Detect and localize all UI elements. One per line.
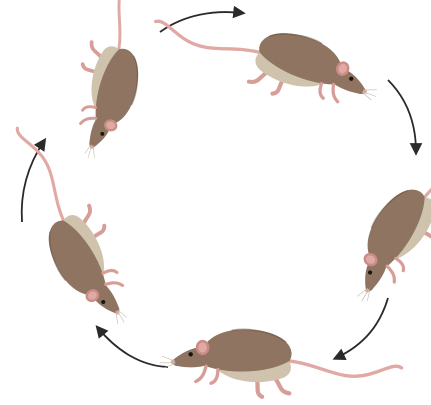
mouse-left-tilted [0,115,151,338]
mouse-right-tilted [335,92,431,318]
cycle-arrow [336,298,388,358]
cycle-arrow [388,80,416,152]
mouse-upright [160,329,401,396]
mouse-upper-left [60,0,171,165]
cycle-arrow [98,328,168,367]
